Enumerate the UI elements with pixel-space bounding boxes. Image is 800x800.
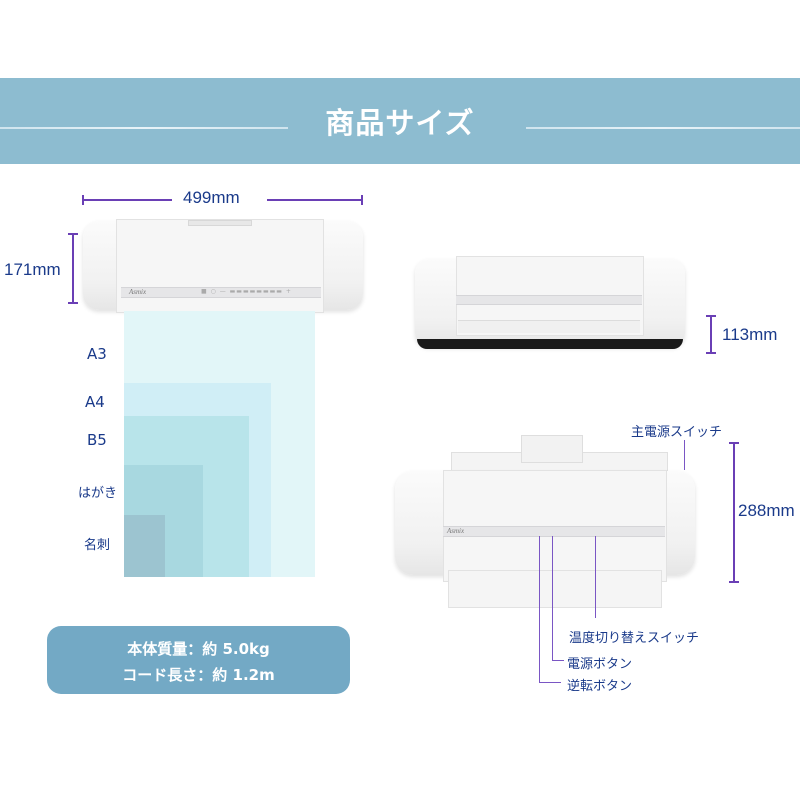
brand-logo-open: Asmix (447, 527, 465, 535)
height-dimension-cap-bottom (706, 352, 716, 354)
open-depth-dimension-line (733, 442, 735, 582)
width-dimension-line-right (267, 199, 363, 201)
label-postcard: はがき (78, 486, 118, 501)
banner-line-right (526, 127, 800, 129)
spec-weight: 本体質量：約 5.0kg (127, 640, 270, 658)
header-banner: 商品サイズ (0, 78, 800, 164)
spec-cord-length: コード長さ：約 1.2m (122, 666, 275, 684)
height-dimension-cap-top (706, 315, 716, 317)
height-label: 113mm (722, 325, 778, 344)
laminator-front-tray (458, 320, 640, 333)
label-a4: A4 (85, 393, 105, 411)
laminator-top-feed-tab (188, 220, 252, 226)
depth-dimension-line (72, 233, 74, 303)
callout-main-power-switch: 主電源スイッチ (631, 425, 723, 440)
label-business-card: 名刺 (84, 538, 111, 553)
control-buttons-icon: ■ ○ — ▬▬▬▬▬▬▬▬ + (201, 288, 292, 295)
depth-label: 171mm (4, 260, 61, 279)
callout-power-button: 電源ボタン (567, 657, 633, 672)
callout-temperature-switch: 温度切り替えスイッチ (569, 631, 700, 646)
depth-dimension-cap-bottom (68, 302, 78, 304)
callout-line-power (552, 536, 553, 660)
width-dimension-cap-right (361, 195, 363, 205)
paper-business-card (124, 515, 165, 577)
width-dimension-cap-left (82, 195, 84, 205)
laminator-front-control-strip (456, 295, 642, 305)
brand-logo: Asmix (129, 288, 147, 296)
callout-line-reverse (539, 536, 540, 682)
rear-paper-tab (521, 435, 583, 463)
laminator-control-strip: Asmix ■ ○ — ▬▬▬▬▬▬▬▬ + (121, 287, 321, 298)
laminator-top-cover (116, 219, 324, 313)
laminator-open-control-strip: Asmix (443, 526, 665, 537)
banner-line-left (0, 127, 288, 129)
width-label: 499mm (183, 188, 240, 207)
label-b5: B5 (87, 431, 107, 449)
depth-dimension-cap-top (68, 233, 78, 235)
open-depth-cap-bottom (729, 581, 739, 583)
spec-box: 本体質量：約 5.0kg コード長さ：約 1.2m (47, 626, 350, 694)
height-dimension-line (710, 315, 712, 353)
callout-reverse-button: 逆転ボタン (567, 679, 633, 694)
label-a3: A3 (87, 345, 107, 363)
width-dimension-line-left (82, 199, 172, 201)
callout-line-temp (595, 536, 596, 618)
callout-line-reverse-h (539, 682, 561, 683)
page-title: 商品サイズ (325, 106, 475, 140)
open-depth-label: 288mm (738, 501, 795, 520)
laminator-front-base (417, 339, 683, 349)
open-depth-cap-top (729, 442, 739, 444)
callout-line-power-h (552, 660, 564, 661)
front-output-tray (448, 570, 662, 608)
callout-line-main-power (684, 440, 685, 470)
